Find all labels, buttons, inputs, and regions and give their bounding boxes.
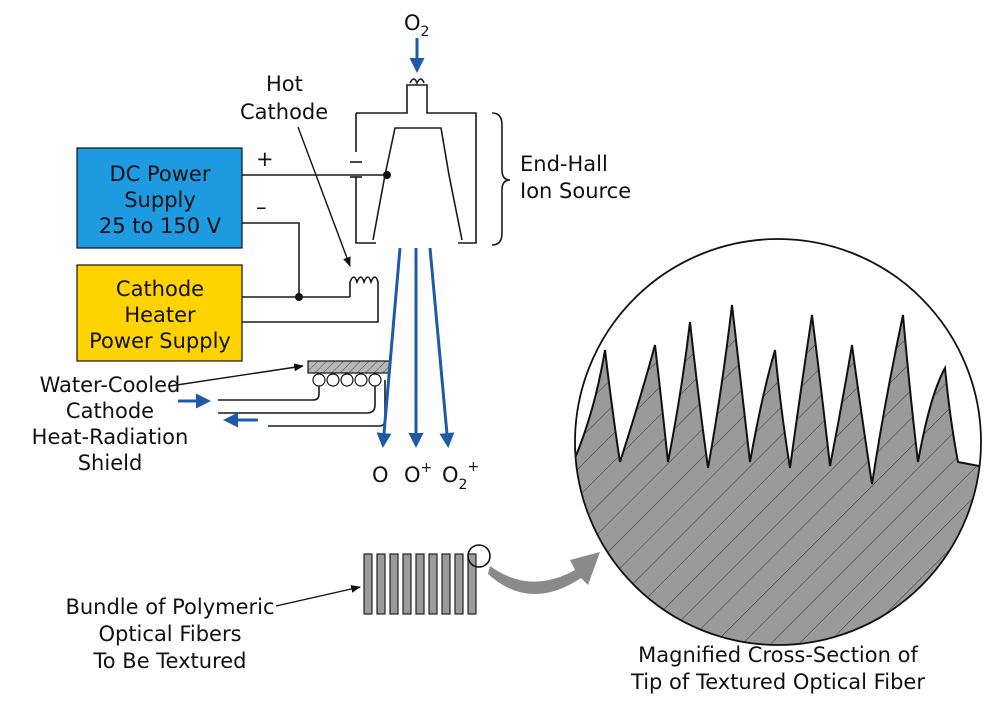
heater-label-1: Cathode — [116, 277, 204, 301]
magnified-label-2: Tip of Textured Optical Fiber — [630, 670, 925, 694]
bundle-label-2: Optical Fibers — [98, 622, 241, 646]
water-cooled-shield — [218, 360, 391, 427]
magnify-circle-small — [467, 544, 491, 568]
shield-label-2: Cathode — [66, 399, 154, 423]
magnified-cross-section — [574, 238, 982, 646]
dc-label-2: Supply — [124, 188, 196, 212]
shield-pointer — [169, 363, 304, 387]
heater-label-2: Heater — [124, 303, 196, 327]
hot-cathode-label-1: Hot — [266, 72, 303, 96]
hot-cathode-label-2: Cathode — [240, 100, 328, 124]
ion-o2-plus-label: O2+ — [442, 459, 479, 493]
ion-o-label: O — [372, 463, 389, 487]
bundle-label-1: Bundle of Polymeric — [65, 595, 274, 619]
heater-power-supply-box — [76, 264, 243, 362]
heater-wiring — [242, 276, 379, 323]
fiber-bundle — [363, 553, 477, 615]
ion-o-plus-label: O+ — [404, 460, 432, 487]
beam-arrow-o2-plus — [428, 247, 455, 448]
dc-label-3: 25 to 150 V — [99, 214, 222, 238]
dc-wiring — [242, 171, 391, 301]
hot-cathode-pointer — [297, 126, 351, 267]
shield-label-1: Water-Cooled — [40, 373, 181, 397]
shield-label-4: Shield — [78, 451, 143, 475]
end-hall-label-2: Ion Source — [520, 179, 631, 203]
end-hall-ion-source — [350, 78, 477, 244]
magnify-arrow — [488, 552, 600, 595]
beam-arrow-o — [376, 247, 402, 448]
dc-label-1: DC Power — [109, 162, 210, 186]
minus-label: – — [256, 195, 267, 219]
bundle-pointer — [275, 585, 361, 607]
magnified-label-1: Magnified Cross-Section of — [638, 643, 918, 667]
o2-label: O2 — [404, 11, 429, 40]
dc-power-supply-box — [76, 147, 243, 249]
shield-label-3: Heat-Radiation — [32, 425, 189, 449]
end-hall-label-1: End-Hall — [520, 152, 608, 176]
bundle-label-3: To Be Textured — [93, 649, 247, 673]
plus-label: + — [256, 147, 274, 171]
end-hall-brace — [491, 112, 511, 246]
heater-label-3: Power Supply — [89, 329, 231, 353]
